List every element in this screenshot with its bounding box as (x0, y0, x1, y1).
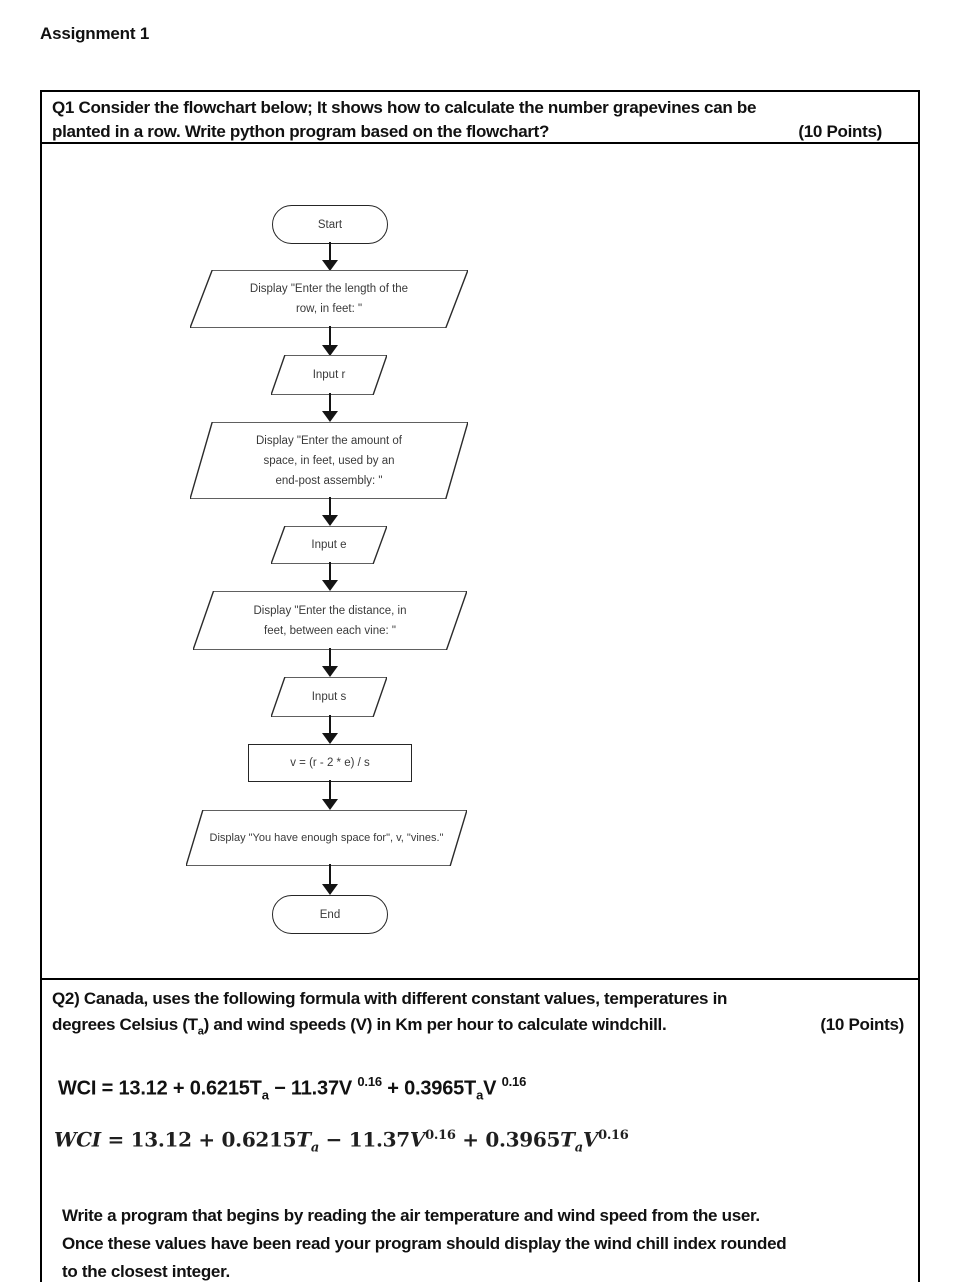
q1-line2: planted in a row. Write python program b… (52, 122, 550, 141)
flow-arrow (322, 780, 338, 810)
flow-display-vine-distance: Display "Enter the distance, in feet, be… (193, 591, 467, 650)
closing-line3: to the closest integer. (62, 1261, 230, 1281)
q2-instructions: Write a program that begins by reading t… (52, 1202, 908, 1282)
flow-arrow (322, 864, 338, 895)
formula-exponent: 0.16 (425, 1128, 456, 1144)
flow-end-label: End (319, 908, 341, 921)
formula-exponent: 0.16 (357, 1074, 382, 1090)
flow-arrow (322, 715, 338, 744)
q2-line1: Q2) Canada, uses the following formula w… (52, 989, 728, 1008)
q2-line2: degrees Celsius (Ta) and wind speeds (V)… (52, 1015, 667, 1038)
formula-subscript: a (476, 1088, 484, 1104)
flow-arrow (322, 497, 338, 526)
arrowhead-icon (322, 260, 338, 271)
q2-points: (10 Points) (820, 1015, 904, 1034)
flow-input-r: Input r (271, 355, 387, 395)
flow-arrow (322, 242, 338, 271)
q1-line1: Q1 Consider the flowchart below; It show… (52, 98, 757, 117)
arrowhead-icon (322, 580, 338, 591)
flow-process-compute: v = (r - 2 * e) / s (248, 744, 412, 782)
formula-exponent: 0.16 (501, 1074, 527, 1090)
flow-node-line: Display "Enter the amount of (256, 434, 402, 447)
flow-end-terminator: End (272, 895, 388, 934)
windchill-formula-serif: WCI = 13.12 + 0.6215Ta − 11.37V0.16 + 0.… (54, 1127, 629, 1156)
flow-start-label: Start (317, 218, 343, 231)
flow-node-line: end-post assembly: " (275, 474, 383, 487)
flowchart: Start Display "Enter the length of the r… (42, 144, 918, 980)
arrowhead-icon (322, 733, 338, 744)
q2-subscript-a: a (197, 1025, 204, 1038)
flow-arrow (322, 648, 338, 677)
q1-question: Q1 Consider the flowchart below; It show… (42, 92, 918, 144)
flow-node-line: Display "Enter the length of the (249, 283, 409, 295)
arrowhead-icon (322, 884, 338, 895)
flow-input-e: Input e (271, 526, 387, 564)
q1-points: (10 Points) (798, 122, 882, 141)
q2-question: Q2) Canada, uses the following formula w… (42, 980, 918, 1282)
flow-node-line: Display "You have enough space for", v, … (209, 832, 444, 844)
flow-display-result: Display "You have enough space for", v, … (186, 810, 467, 866)
formula-subscript: a (261, 1088, 269, 1104)
flow-start-terminator: Start (272, 205, 388, 244)
formula-exponent: 0.16 (598, 1128, 629, 1144)
assignment-frame: Q1 Consider the flowchart below; It show… (40, 90, 920, 1282)
flow-arrow (322, 326, 338, 356)
flow-node-line: v = (r - 2 * e) / s (290, 757, 370, 769)
arrowhead-icon (322, 515, 338, 526)
flow-input-s: Input s (271, 677, 387, 717)
flow-display-endpost-space: Display "Enter the amount of space, in f… (190, 422, 468, 499)
flow-node-line: space, in feet, used by an (263, 454, 395, 467)
flow-arrow (322, 562, 338, 591)
flow-arrow (322, 393, 338, 422)
flow-node-line: Input r (312, 369, 346, 381)
flow-display-row-length: Display "Enter the length of the row, in… (190, 270, 468, 328)
arrowhead-icon (322, 799, 338, 810)
arrowhead-icon (322, 345, 338, 356)
windchill-formula-sans: WCI = 13.12 + 0.6215Ta − 11.37V 0.16 + 0… (58, 1074, 527, 1104)
flow-node-line: Input e (311, 539, 347, 551)
formula-subscript: a (310, 1140, 319, 1156)
arrowhead-icon (322, 666, 338, 677)
flow-node-line: Input s (311, 691, 347, 703)
flow-node-line: Display "Enter the distance, in (253, 604, 407, 617)
flow-node-line: row, in feet: " (295, 303, 363, 315)
closing-line1: Write a program that begins by reading t… (62, 1205, 760, 1225)
arrowhead-icon (322, 411, 338, 422)
closing-line2: Once these values have been read your pr… (62, 1233, 787, 1253)
flow-node-line: feet, between each vine: " (264, 624, 396, 637)
formula-subscript: a (574, 1140, 583, 1156)
page-title: Assignment 1 (40, 24, 150, 43)
